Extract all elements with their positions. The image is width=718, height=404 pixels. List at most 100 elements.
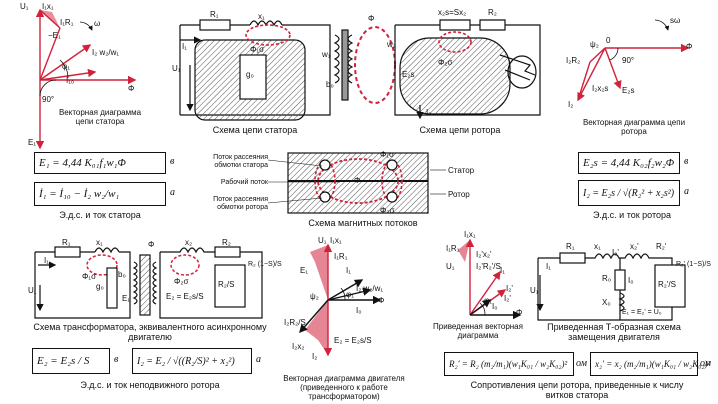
rvec-i2r2-label: I₂R₂	[566, 56, 581, 65]
rotor-current-unit: а	[684, 186, 689, 197]
vec-i1r1-label: I₁R₁	[60, 18, 74, 27]
tc-r1-label: R₁	[566, 242, 575, 251]
rotor-e2s-label: E₂s	[402, 70, 415, 79]
rv-i1r1-label: I₁R₁	[446, 244, 460, 253]
tc-i2p-label: I₂'	[612, 248, 619, 257]
reduced-x2-unit: ом	[700, 358, 712, 369]
rv-i2p-label: I₂'	[506, 284, 513, 293]
stator-r1-label: R₁	[210, 10, 219, 19]
vec-minus-e1-label: −E₁	[48, 31, 61, 40]
rvec-0-label: 0	[606, 36, 611, 45]
vec-90-label: 90°	[42, 95, 55, 104]
vec-phi1-label: φ₁	[62, 62, 70, 71]
rotor-emf-unit: в	[684, 156, 689, 167]
mag-working-flux-label: Рабочий поток	[220, 179, 268, 186]
stator-vector-diagram	[35, 8, 137, 150]
tc-i0-label: I₀	[628, 276, 634, 285]
mv-i2r2s-label: I₂R₂/S	[284, 318, 306, 327]
stator-w1-label: w₁	[322, 50, 331, 59]
stator-circuit-caption: Схема цепи статора	[212, 125, 298, 135]
tc-x1-label: x₁	[594, 242, 601, 251]
rotor-vector-caption: Векторная диаграмма цепи ротора	[582, 118, 686, 136]
stationary-emf-unit: в	[114, 354, 119, 365]
reduced-r2-unit: ом	[576, 358, 588, 369]
rv-u1-label: U₁	[446, 262, 455, 271]
tr-r2s-label: R₂/S	[218, 280, 235, 289]
mv-phi1-label: φ₁	[346, 290, 354, 299]
tc-r0-label: R₀	[602, 274, 612, 283]
stator-emf-unit: в	[170, 156, 175, 167]
tr-u1-label: U₁	[28, 286, 37, 295]
rv-phi-label: Φ	[516, 308, 523, 317]
rv-phi1-label: φ₁	[484, 296, 492, 305]
mv-u1-label: U₁	[318, 236, 327, 245]
stator-i1-label: I₁	[182, 42, 187, 51]
tc-r2p-load-label: R₂' (1−S)/S	[676, 261, 711, 268]
vec-u1-label: U₁	[20, 2, 29, 11]
mv-e1-label: E₁	[300, 266, 309, 275]
tr-x2-label: x₂	[185, 238, 193, 247]
rotor-emf-formula: E₂s = 4,44 K₀₂f₂w₂Φ	[578, 152, 680, 174]
tr-b0-label: b₀	[118, 270, 126, 279]
mag-stator-label: Статор	[448, 166, 475, 175]
tr-g0-label: g₀	[96, 282, 104, 291]
rotor-current-formula: I₂ = E₂s / √(R₂² + x₂s²)	[578, 180, 680, 206]
mv-i2-label: I₂ w₂/w₁	[356, 284, 384, 293]
mv-phi-label: Φ	[378, 296, 385, 305]
transformer-caption: Схема трансформатора, эквивалентного аси…	[33, 322, 267, 342]
vec-omega-label: ω	[94, 19, 101, 28]
reduced-vector-diagram	[458, 238, 522, 320]
motor-vector-diagram	[299, 243, 382, 357]
rotor-phi-label: Φ	[368, 14, 375, 23]
tr-phi1s-label: Φ₁σ	[82, 272, 97, 281]
rotor-circuit	[347, 19, 541, 120]
stator-vector-caption: Векторная диаграмма цепи статора	[58, 108, 142, 126]
reduced-r2-formula: R₂' = R₂ (m₂/m₁)(w₁K₀₁ / w₂K₀₂)²	[444, 352, 574, 376]
mag-phi-label: Φ	[354, 176, 361, 185]
t-equivalent-circuit	[536, 252, 686, 321]
stator-current-formula: İ₁ = İ₁₀ − İ₂ w₂/w₁	[34, 182, 166, 206]
rvec-psi2-label: ψ₂	[590, 40, 599, 49]
stator-u1-label: U₁	[172, 64, 181, 73]
vec-e1-label: E₁	[28, 138, 37, 147]
tr-e2-label: E₂ = E₂s/S	[166, 292, 204, 301]
tcircuit-caption: Приведенная Т-образная схема замещения д…	[547, 322, 681, 342]
magnetic-caption: Схема магнитных потоков	[308, 218, 418, 228]
stator-phi1s-label: Φ₁σ	[250, 45, 265, 54]
tc-x0-label: X₀	[602, 298, 611, 307]
stator-emf-formula: E₁ = 4,44 K₀₁f₁w₁Φ	[34, 152, 166, 174]
stator-current-unit: а	[170, 187, 175, 198]
mv-i1r1-label: I₁R₁	[334, 252, 348, 261]
stationary-current-formula: I₂ = E₂ / √((R₂/S)² + x₂²)	[132, 348, 252, 374]
vec-i1x1-label: I₁x₁	[42, 2, 54, 11]
reduced-caption: Сопротивления цепи ротора, приведенные к…	[470, 380, 684, 400]
mv-i2x2-label: I₂x₂	[292, 342, 305, 351]
rv-i2p2-label: I₂'	[504, 294, 511, 303]
stationary-emf-formula: E₂ = E₂s / S	[32, 348, 110, 374]
rvec-i2-label: I₂	[568, 100, 574, 109]
rotor-vector-diagram	[577, 19, 690, 102]
stationary-caption: Э.д.с. и ток неподвижного ротора	[80, 380, 220, 390]
rv-i0-label: I₀	[492, 302, 498, 311]
tr-r2-label: R₂	[222, 238, 231, 247]
mv-i1-label: I₁	[346, 266, 351, 275]
mag-stator-leak-label: Поток рассеяния обмотки статора	[213, 154, 268, 169]
motor-vector-caption: Векторная диаграмма двигателя (приведенн…	[283, 374, 405, 401]
mv-i1x1-label: I₁x₁	[330, 236, 342, 245]
stator-circuit	[179, 19, 349, 121]
tc-u1-label: U₁	[530, 286, 539, 295]
rvec-phi-label: Φ	[686, 42, 693, 51]
tr-phi-label: Φ	[148, 240, 155, 249]
rotor-formulas-caption: Э.д.с. и ток ротора	[592, 210, 672, 220]
rvec-90-label: 90°	[622, 56, 635, 65]
stator-formulas-caption: Э.д.с. и ток статора	[59, 210, 141, 220]
stator-x1-label: x₁	[258, 12, 265, 21]
rvec-e2s-label: E₂s	[622, 86, 635, 95]
rotor-w2-label: w₂	[387, 40, 396, 49]
rotor-x2s-label: x₂s=Sx₂	[438, 8, 467, 17]
mag-rotor-label: Ротор	[448, 190, 470, 199]
mv-e2-label: E₂ = E₂s/S	[334, 336, 372, 345]
vec-phi-label: Φ	[128, 84, 135, 93]
rv-i1x1-label: I₁x₁	[464, 230, 476, 239]
